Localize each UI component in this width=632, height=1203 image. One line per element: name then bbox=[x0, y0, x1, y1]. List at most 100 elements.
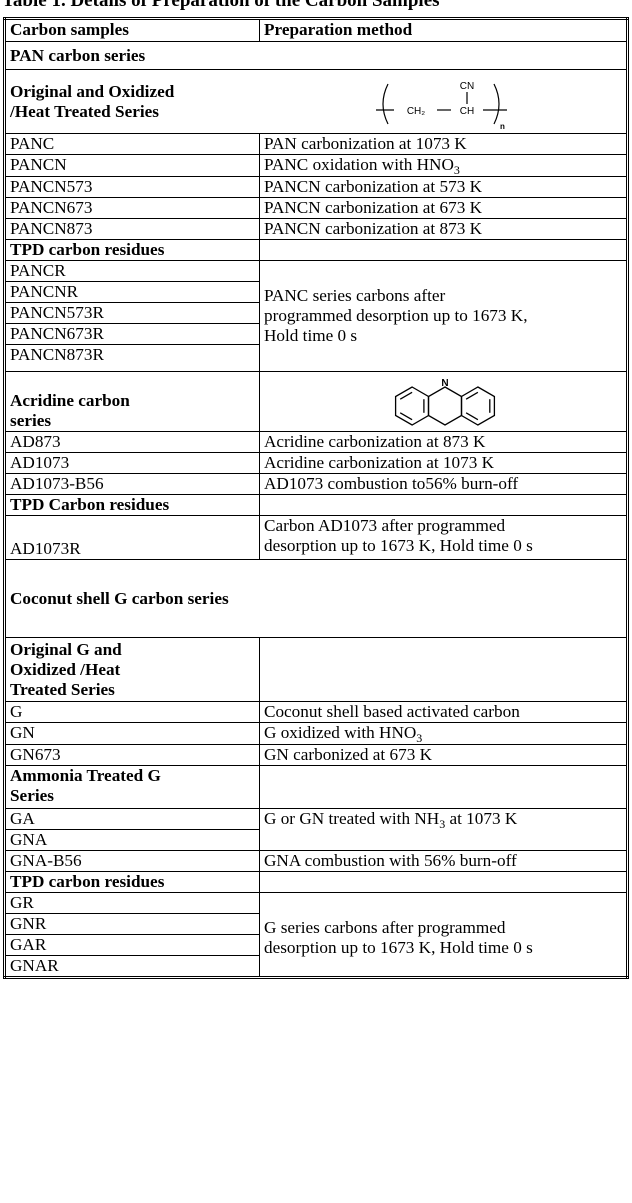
sample-cell: PANC bbox=[4, 133, 260, 155]
ch-label: CH bbox=[459, 106, 473, 117]
ammonia-title-line-2: Series bbox=[10, 786, 54, 805]
sample-cell: PANCNR bbox=[4, 281, 260, 303]
pan-tpd-method-line-1: PANC series carbons after bbox=[264, 286, 446, 305]
sample-cell: GN673 bbox=[4, 744, 260, 766]
acridine-double-bond-2-2 bbox=[465, 391, 479, 400]
blank-cell bbox=[259, 494, 628, 516]
pan-series-row: PAN carbon series bbox=[4, 41, 628, 70]
pan-original-title: Original and Oxidized /Heat Treated Seri… bbox=[4, 69, 260, 134]
sample-cell: AD1073-B56 bbox=[4, 473, 260, 495]
acridine-double-bond-0-1 bbox=[399, 411, 413, 420]
ammonia-method-cell: G or GN treated with NH3 at 1073 K bbox=[259, 808, 628, 851]
coconut-tpd-title-row: TPD carbon residues bbox=[4, 871, 628, 893]
table-row: GNA-B56 GNA combustion with 56% burn-off bbox=[4, 850, 628, 872]
acridine-structure-image: N bbox=[394, 378, 496, 426]
ch2-label: CH₂ bbox=[406, 106, 424, 117]
col-header-method: Preparation method bbox=[259, 18, 628, 42]
sample-cell: PANCN673 bbox=[4, 197, 260, 219]
acridine-double-bond-2-1 bbox=[465, 411, 479, 420]
table-row: GNAR bbox=[4, 955, 628, 978]
blank-cell bbox=[259, 765, 628, 809]
pan-original-line-1: Original and Oxidized bbox=[10, 81, 175, 101]
method-cell: Acridine carbonization at 873 K bbox=[259, 431, 628, 453]
coconut-original-line-2: Oxidized /Heat bbox=[10, 660, 121, 679]
table-caption: Table 1. Details of Preparation of the C… bbox=[2, 0, 440, 11]
coconut-original-title: Original G and Oxidized /Heat Treated Se… bbox=[4, 637, 260, 702]
method-text: PANC oxidation with HNO bbox=[264, 155, 454, 175]
sample-cell: PANCN673R bbox=[4, 323, 260, 345]
table-row: PANCN873 PANCN carbonization at 873 K bbox=[4, 218, 628, 240]
method-cell: AD1073 combustion to56% burn-off bbox=[259, 473, 628, 495]
method-cell: G oxidized with HNO3 bbox=[259, 722, 628, 745]
method-text: G oxidized with HNO bbox=[264, 723, 417, 743]
header-row: Carbon samples Preparation method bbox=[4, 18, 628, 42]
table-row: G Coconut shell based activated carbon bbox=[4, 701, 628, 723]
table-row: PANCN673 PANCN carbonization at 673 K bbox=[4, 197, 628, 219]
acridine-tpd-method-line-2: desorption up to 1673 K, Hold time 0 s bbox=[264, 536, 533, 555]
coconut-original-line-1: Original G and bbox=[10, 640, 122, 659]
sample-cell: PANCN bbox=[4, 154, 260, 177]
coconut-original-row: Original G and Oxidized /Heat Treated Se… bbox=[4, 637, 628, 702]
pan-tpd-title-row: TPD carbon residues bbox=[4, 239, 628, 261]
acridine-title-line-1: Acridine carbon bbox=[10, 391, 130, 410]
method-cell: GNA combustion with 56% burn-off bbox=[259, 850, 628, 872]
pan-structure-cell: CH₂ CH CN n bbox=[259, 69, 628, 134]
method-cell: PANCN carbonization at 573 K bbox=[259, 176, 628, 198]
method-cell: PANCN carbonization at 673 K bbox=[259, 197, 628, 219]
acridine-tpd-title: TPD Carbon residues bbox=[4, 494, 260, 516]
pan-tpd-method-line-2: programmed desorption up to 1673 K, bbox=[264, 306, 528, 325]
acridine-ring-2 bbox=[460, 385, 496, 426]
subscript: 3 bbox=[439, 817, 446, 831]
blank-cell bbox=[259, 637, 628, 702]
sample-cell: GNAR bbox=[4, 955, 260, 978]
table-row: GN673 GN carbonized at 673 K bbox=[4, 744, 628, 766]
ammonia-title-line-1: Ammonia Treated G bbox=[10, 766, 161, 786]
table-row: AD1073-B56 AD1073 combustion to56% burn-… bbox=[4, 473, 628, 495]
table-row: AD1073 Acridine carbonization at 1073 K bbox=[4, 452, 628, 474]
method-cell: GN carbonized at 673 K bbox=[259, 744, 628, 766]
acridine-title-line-2: series bbox=[10, 411, 52, 430]
acridine-tpd-title-row: TPD Carbon residues bbox=[4, 494, 628, 516]
method-text: G or GN treated with NH bbox=[264, 809, 440, 829]
method-cell: Coconut shell based activated carbon bbox=[259, 701, 628, 723]
coconut-original-line-3: Treated Series bbox=[10, 680, 115, 699]
sample-cell: GNA bbox=[4, 829, 260, 851]
n-label: n bbox=[500, 122, 505, 131]
pan-series-title: PAN carbon series bbox=[4, 41, 260, 70]
pan-tpd-method-cell: PANC series carbons after programmed des… bbox=[259, 260, 628, 372]
table-row: PANCN PANC oxidation with HNO3 bbox=[4, 154, 628, 177]
table-row: AD1073R Carbon AD1073 after programmed d… bbox=[4, 515, 628, 560]
coconut-tpd-method-line-2: desorption up to 1673 K, Hold time 0 s bbox=[264, 937, 533, 957]
pan-structure-image: CH₂ CH CN n bbox=[375, 81, 507, 131]
sample-cell: PANCN873 bbox=[4, 218, 260, 240]
coconut-tpd-method-cell: G series carbons after programmed desorp… bbox=[259, 892, 628, 978]
sample-cell: GR bbox=[4, 892, 260, 914]
sample-cell: PANCN573 bbox=[4, 176, 260, 198]
sample-cell: GNR bbox=[4, 913, 260, 935]
sample-cell: PANCN873R bbox=[4, 344, 260, 372]
ammonia-title: Ammonia Treated G Series bbox=[4, 765, 260, 809]
table-row: PANC PAN carbonization at 1073 K bbox=[4, 133, 628, 155]
acridine-ring-1 bbox=[427, 385, 463, 426]
method-cell: PANCN carbonization at 873 K bbox=[259, 218, 628, 240]
blank-cell bbox=[259, 871, 628, 893]
sample-cell: GAR bbox=[4, 934, 260, 956]
method-text: at 1073 K bbox=[445, 809, 518, 829]
sample-cell: GNA-B56 bbox=[4, 850, 260, 872]
acridine-tpd-method-cell: Carbon AD1073 after programmed desorptio… bbox=[259, 515, 628, 560]
acridine-double-bond-0-2 bbox=[399, 391, 413, 400]
table-row: PANCR PANC series carbons after programm… bbox=[4, 260, 628, 372]
sample-cell: AD1073R bbox=[4, 515, 260, 560]
table-row: PANCN573 PANCN carbonization at 573 K bbox=[4, 176, 628, 198]
acridine-n-label: N bbox=[441, 378, 448, 389]
col-header-samples: Carbon samples bbox=[4, 18, 260, 42]
sample-cell: AD873 bbox=[4, 431, 260, 453]
pan-tpd-method-line-3: Hold time 0 s bbox=[264, 326, 358, 345]
ammonia-title-row: Ammonia Treated G Series bbox=[4, 765, 628, 809]
sample-cell: GA bbox=[4, 808, 260, 830]
pan-tpd-title: TPD carbon residues bbox=[4, 239, 260, 261]
blank-cell bbox=[259, 41, 628, 70]
pan-original-row: Original and Oxidized /Heat Treated Seri… bbox=[4, 69, 628, 134]
table-row: PANCN573R bbox=[4, 302, 628, 324]
acridine-title: Acridine carbon series bbox=[4, 371, 260, 432]
